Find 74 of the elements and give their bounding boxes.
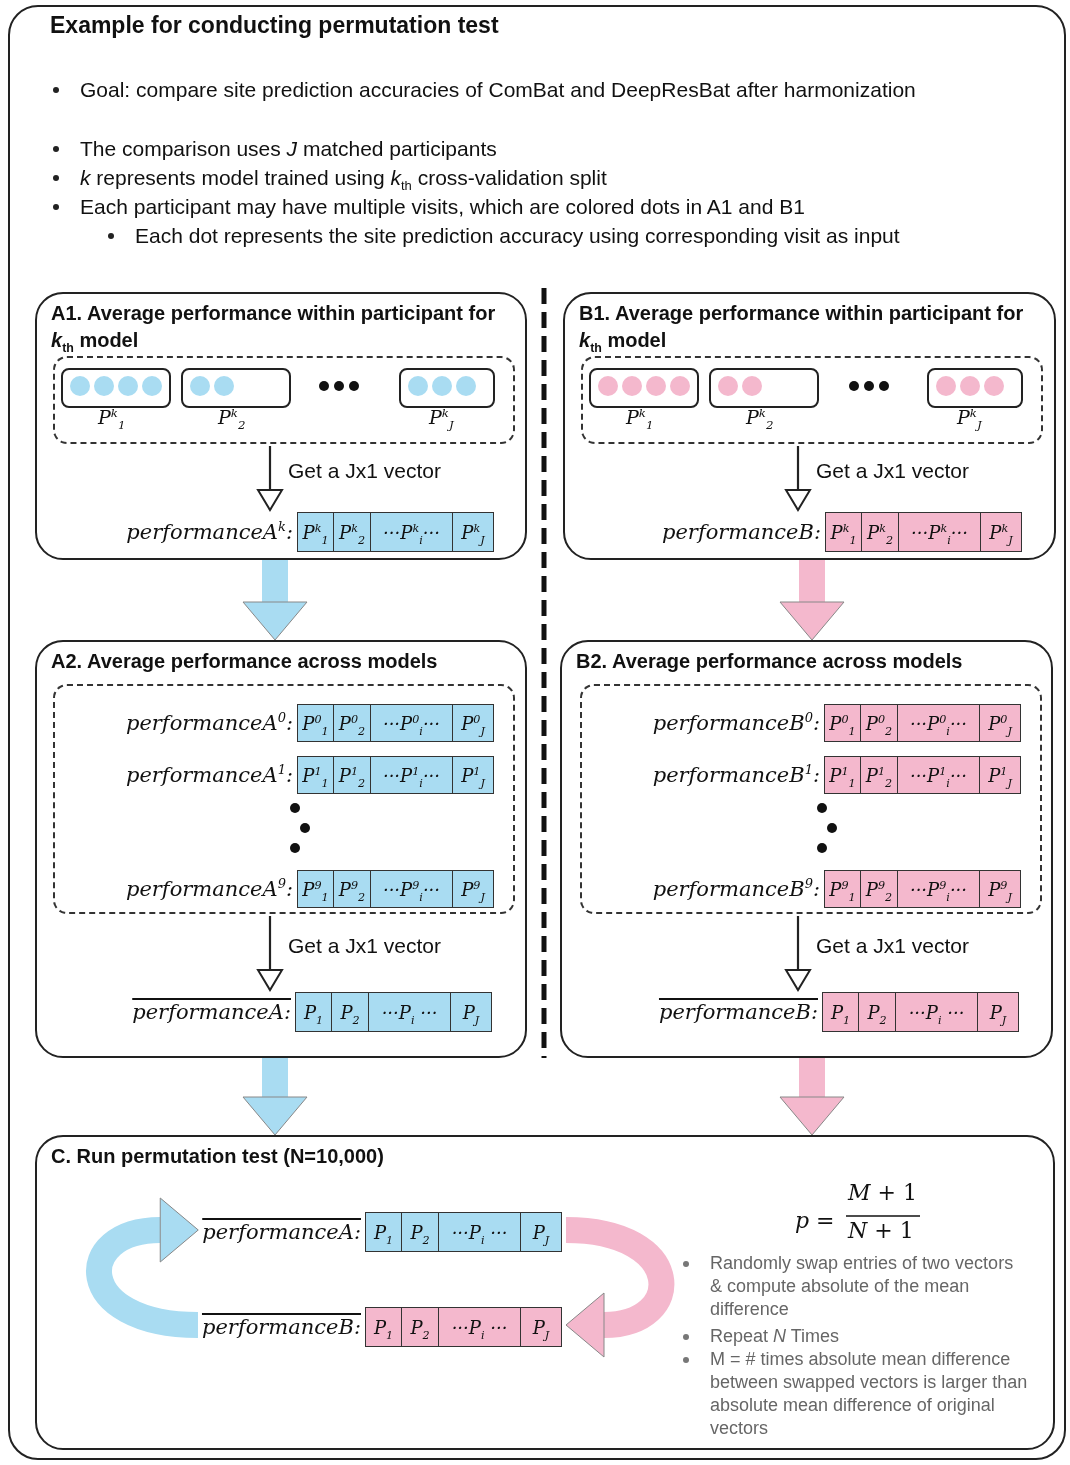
panel-box bbox=[563, 292, 1056, 560]
vector-cell: ···P$^{k}$$_{i}$··· bbox=[897, 512, 982, 552]
arrow bbox=[785, 916, 811, 991]
panel-title: A1. Average performance within participant for k$_{th}$ model bbox=[51, 301, 497, 354]
vector-cell: ···P$^{0}$$_{i}$··· bbox=[369, 704, 454, 742]
bullet-text: k represents model trained using k$_{th}$ cross-validation split bbox=[80, 165, 608, 192]
vector-label: performanceA$^{0}$: bbox=[125, 711, 293, 735]
panel-box bbox=[35, 1135, 1055, 1450]
vector-cell: P$_{1}$ bbox=[821, 992, 860, 1032]
vector-label: performanceB$^{9}$: bbox=[652, 877, 820, 901]
vector-cell: ···P$_{i}$ ··· bbox=[437, 1212, 522, 1252]
panel-box bbox=[35, 640, 527, 1058]
vector-label: performanceA$^{1}$: bbox=[125, 763, 293, 787]
vector-cell: ···P$^{0}$$_{i}$··· bbox=[896, 704, 981, 742]
block-arrow bbox=[242, 560, 308, 641]
diagram-title: Example for conducting permutation test bbox=[50, 12, 499, 39]
denominator: N + 1 bbox=[848, 1218, 914, 1243]
vector-cell: ···P$^{9}$$_{i}$··· bbox=[369, 870, 454, 908]
note-text: M = # times absolute mean difference between swapped vectors is larger than absolute mean difference of original vectors bbox=[710, 1348, 1029, 1440]
vector-cell: ···P$^{1}$$_{i}$··· bbox=[896, 756, 981, 794]
vector-cell: P$_{2}$ bbox=[331, 992, 369, 1032]
vector-cell: P$_{1}$ bbox=[364, 1212, 403, 1252]
vector-label: performanceB: bbox=[658, 1000, 818, 1024]
vector-label: performanceB: bbox=[201, 1315, 361, 1339]
vector-cell: P$_{J}$ bbox=[977, 992, 1019, 1032]
edge-label: Get a Jx1 vector bbox=[288, 459, 441, 483]
block-arrow bbox=[779, 560, 845, 641]
bullet-text: Each dot represents the site prediction accuracy using corresponding visit as input bbox=[135, 223, 901, 249]
vector-cell: ···P$_{i}$ ··· bbox=[894, 992, 979, 1032]
note-text: Randomly swap entries of two vectors & compute absolute of the mean difference bbox=[710, 1252, 1015, 1321]
vector-cell: P$_{2}$ bbox=[858, 992, 896, 1032]
formula-text: p = bbox=[795, 1208, 835, 1233]
panel-box bbox=[560, 640, 1053, 1058]
bullet-text: Goal: compare site prediction accuracies of ComBat and DeepResBat after harmonization bbox=[80, 77, 917, 103]
vector-cell: ···P$^{9}$$_{i}$··· bbox=[896, 870, 981, 908]
vector-cell: ···P$_{i}$ ··· bbox=[437, 1307, 522, 1347]
vector-label: performanceB$^{1}$: bbox=[652, 763, 820, 787]
edge-label: Get a Jx1 vector bbox=[816, 934, 969, 958]
vector-cell: P$_{2}$ bbox=[401, 1212, 439, 1252]
bullet-text: Each participant may have multiple visits, which are colored dots in A1 and B1 bbox=[80, 194, 806, 220]
arrow bbox=[785, 446, 811, 511]
dashed-group-box bbox=[53, 684, 515, 914]
edge-label: Get a Jx1 vector bbox=[816, 459, 969, 483]
vector-cell: P$_{J}$ bbox=[450, 992, 492, 1032]
vector-label: performanceB$^{0}$: bbox=[652, 711, 820, 735]
vector-label: performanceA: bbox=[202, 1220, 361, 1244]
vector-cell: ···P$^{k}$$_{i}$··· bbox=[369, 512, 454, 552]
vector-cell: P$_{J}$ bbox=[520, 1212, 562, 1252]
panel-title: C. Run permutation test (N=10,000) bbox=[51, 1144, 385, 1169]
arrow bbox=[257, 446, 283, 511]
vector-cell: P$_{1}$ bbox=[364, 1307, 403, 1347]
arrow bbox=[257, 916, 283, 991]
dashed-group-box bbox=[580, 684, 1042, 914]
dashed-group-box bbox=[581, 356, 1043, 444]
vector-label: performanceA$^{k}$: bbox=[126, 520, 293, 544]
vector-label: performanceB: bbox=[661, 520, 821, 544]
panel-box bbox=[35, 292, 527, 560]
edge-label: Get a Jx1 vector bbox=[288, 934, 441, 958]
panel-title: B1. Average performance within participant for k$_{th}$ model bbox=[579, 301, 1025, 354]
vector-label: performanceA: bbox=[132, 1000, 291, 1024]
block-arrow bbox=[242, 1058, 308, 1136]
panel-title: A2. Average performance across models bbox=[51, 649, 439, 674]
note-text: Repeat N Times bbox=[710, 1325, 841, 1348]
vector-cell: P$_{2}$ bbox=[401, 1307, 439, 1347]
vector-cell: ···P$_{i}$ ··· bbox=[367, 992, 452, 1032]
panel-title: B2. Average performance across models bbox=[576, 649, 964, 674]
vector-cell: P$_{1}$ bbox=[294, 992, 333, 1032]
bullet-text: The comparison uses J matched participants bbox=[80, 136, 498, 162]
vector-cell: P$_{J}$ bbox=[520, 1307, 562, 1347]
vector-cell: ···P$^{1}$$_{i}$··· bbox=[369, 756, 454, 794]
dashed-group-box bbox=[53, 356, 515, 444]
vector-label: performanceA$^{9}$: bbox=[125, 877, 293, 901]
block-arrow bbox=[779, 1058, 845, 1136]
numerator: M + 1 bbox=[848, 1180, 917, 1205]
